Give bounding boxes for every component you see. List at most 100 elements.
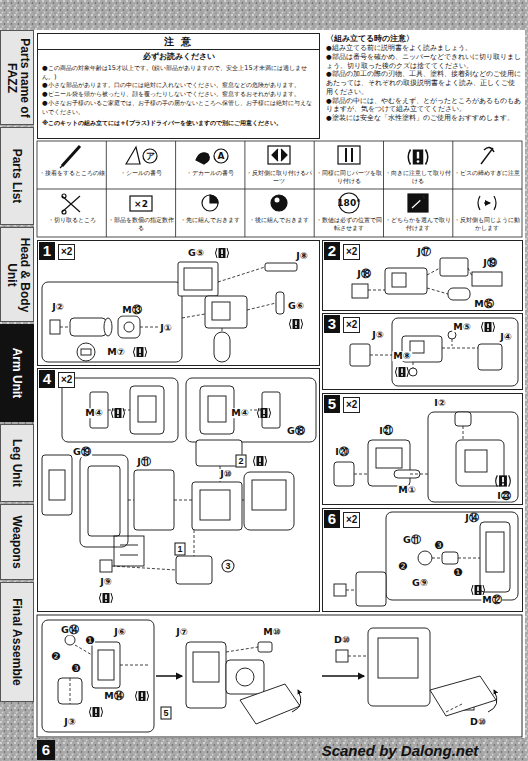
legend-caption: ・デカールの番号	[177, 169, 244, 177]
icon-text: A	[218, 152, 225, 161]
part-label: J⑱	[356, 269, 372, 279]
part-label: G⑨	[411, 578, 429, 588]
part-label: M⑭	[103, 691, 124, 701]
tab-label: Weapons	[0, 507, 34, 577]
tab-label: Arm Unit	[0, 327, 34, 419]
part-label: I㉑	[378, 426, 394, 436]
legend-caption: ・ビスの締めすぎに注意	[454, 169, 521, 177]
legend-caption: ・反対側に取り付けるパーツ	[246, 169, 313, 185]
step-reference: 5	[160, 707, 171, 720]
caution-text: ●ビニール袋を頭から被ったり、顔を覆ったりしないでください。窒息するおそれがあり…	[42, 90, 315, 99]
step-panel: 5×2	[322, 393, 523, 505]
part-label: M⑮	[473, 299, 494, 309]
section-tab: Final Assemble	[0, 582, 34, 702]
step-reference: 1	[174, 543, 185, 556]
page-number-text: 6	[37, 740, 55, 760]
section-tab: Weapons	[0, 504, 34, 580]
quantity-mark: ×2	[58, 372, 75, 388]
watermark: Scaned by Dalong.net	[322, 743, 479, 758]
quantity-mark: ×2	[343, 244, 360, 260]
part-label: J⑭	[464, 513, 480, 523]
part-label: M④	[84, 408, 104, 418]
legend-caption: ・数値は必ずの位置で回転させます	[315, 216, 382, 232]
part-label: J⑪	[136, 457, 152, 467]
part-label: I⑳	[334, 447, 350, 457]
legend-caption: ・接着をするところの線	[38, 169, 105, 177]
legend-caption: ・同様に同じパーツを取り付ける	[315, 169, 382, 185]
legend-caption: ・先に組んでおきます	[177, 216, 244, 224]
step-panel: 4×2	[37, 368, 320, 612]
notes-text: ●組み立てる前に説明書をよく読みましょう。	[326, 44, 521, 53]
order-number: ❸	[71, 663, 81, 674]
order-number: ❶	[453, 567, 463, 578]
step-panel: 3×2	[322, 313, 523, 390]
notice-box: 注 意必ずお読みください ●この商品の対象年齢は15才以上です。(鋭い部品がありま…	[37, 33, 320, 139]
tab-label: Final Assemble	[0, 585, 34, 699]
icon-text: ×2	[134, 199, 148, 208]
part-label: G⑲	[72, 447, 92, 457]
tab-label: Head & Body Unit	[0, 230, 34, 319]
part-label: D⑩	[469, 717, 487, 727]
step-number: 2	[324, 242, 340, 260]
part-label: J①	[159, 323, 173, 333]
part-label: G⑱	[286, 426, 306, 436]
step-reference: 2	[235, 455, 246, 468]
part-label: J⑩	[219, 469, 233, 479]
part-label: G⑤	[187, 248, 205, 258]
caution-text: 必ずお読みください	[42, 52, 315, 62]
page-number: 6	[37, 740, 55, 760]
caution-text: ●この商品の対象年齢は15才以上です。(鋭い部品がありますので、安全上15才未満…	[42, 64, 315, 81]
legend-caption: ・切り取るところ	[38, 216, 105, 224]
section-tab: Head & Body Unit	[0, 227, 34, 322]
caution-text: ●小さな部品があります。口の中には絶対に入れないでください。窒息などの危険があり…	[42, 81, 315, 90]
caution-title: 注 意	[38, 36, 319, 50]
quantity-mark: ×2	[343, 512, 360, 528]
order-number: ❶	[85, 635, 95, 646]
legend-caption: ・向きに注意して取り付ける	[385, 169, 452, 185]
part-label: J⑧	[295, 251, 309, 261]
legend-caption: ・反対側も同じように動かします	[454, 216, 521, 232]
part-label: J⑦	[175, 627, 189, 637]
notes-text: ●部品は番号を確かめ、ニッパーなどできれいに切り取りましょう。切り取った後のクズ…	[326, 53, 521, 71]
part-label: M④	[230, 408, 250, 418]
order-number: ❷	[51, 651, 61, 662]
legend-caption: ・シールの番号	[107, 169, 174, 177]
step-number: 4	[39, 370, 55, 388]
part-label: I②	[433, 398, 447, 408]
quantity-mark: ×2	[343, 317, 360, 333]
part-label: M⑦	[106, 347, 126, 357]
section-tab: Parts List	[0, 127, 34, 225]
part-label: M①	[397, 485, 417, 495]
part-label: M⑧	[392, 351, 412, 361]
step-number: 1	[39, 242, 55, 260]
part-label: J⑨	[99, 577, 113, 587]
legend-caption: ・どちらかを選んで取り付けます	[385, 216, 452, 232]
part-label: M⑫	[481, 595, 502, 605]
legend-caption: ・部品を数個の指定数作る	[107, 216, 174, 232]
legend-caption: ・後に組んでおきます	[246, 216, 313, 224]
part-label: G⑭	[60, 625, 80, 635]
part-label: J④	[499, 332, 513, 342]
part-label: J③	[63, 717, 77, 727]
section-tab: Leg Unit	[0, 424, 34, 502]
order-number: ❸	[434, 540, 444, 551]
tab-label: Parts name of FAZZ	[0, 33, 34, 122]
notes-heading: 〈組み立てる時の注意〉	[326, 34, 521, 44]
icon-text: ア	[146, 152, 155, 161]
part-label: M⑬	[121, 305, 142, 315]
part-label: M⑩	[262, 627, 282, 637]
step-reference: 3	[221, 560, 234, 573]
notes-text: ●塗装には安全な「水性塗料」のご使用をおすすめします。	[326, 114, 521, 123]
section-tab: Parts name of FAZZ	[0, 30, 34, 125]
part-label: J⑰	[416, 247, 432, 257]
tab-label: Leg Unit	[0, 427, 34, 499]
part-label: J⑤	[371, 330, 385, 340]
part-label: D⑩	[333, 635, 351, 645]
section-tab: Arm Unit	[0, 324, 34, 422]
icon-text: 180°	[337, 199, 360, 208]
order-number: ❷	[398, 561, 408, 572]
quantity-mark: ×2	[58, 244, 75, 260]
part-label: J②	[51, 302, 65, 312]
part-label: I㉓	[496, 491, 512, 501]
notes-text: ●部品の加工の際の刃物、工具、塗料、接着剤などのご使用にあたっては、それぞれの取…	[326, 70, 521, 96]
